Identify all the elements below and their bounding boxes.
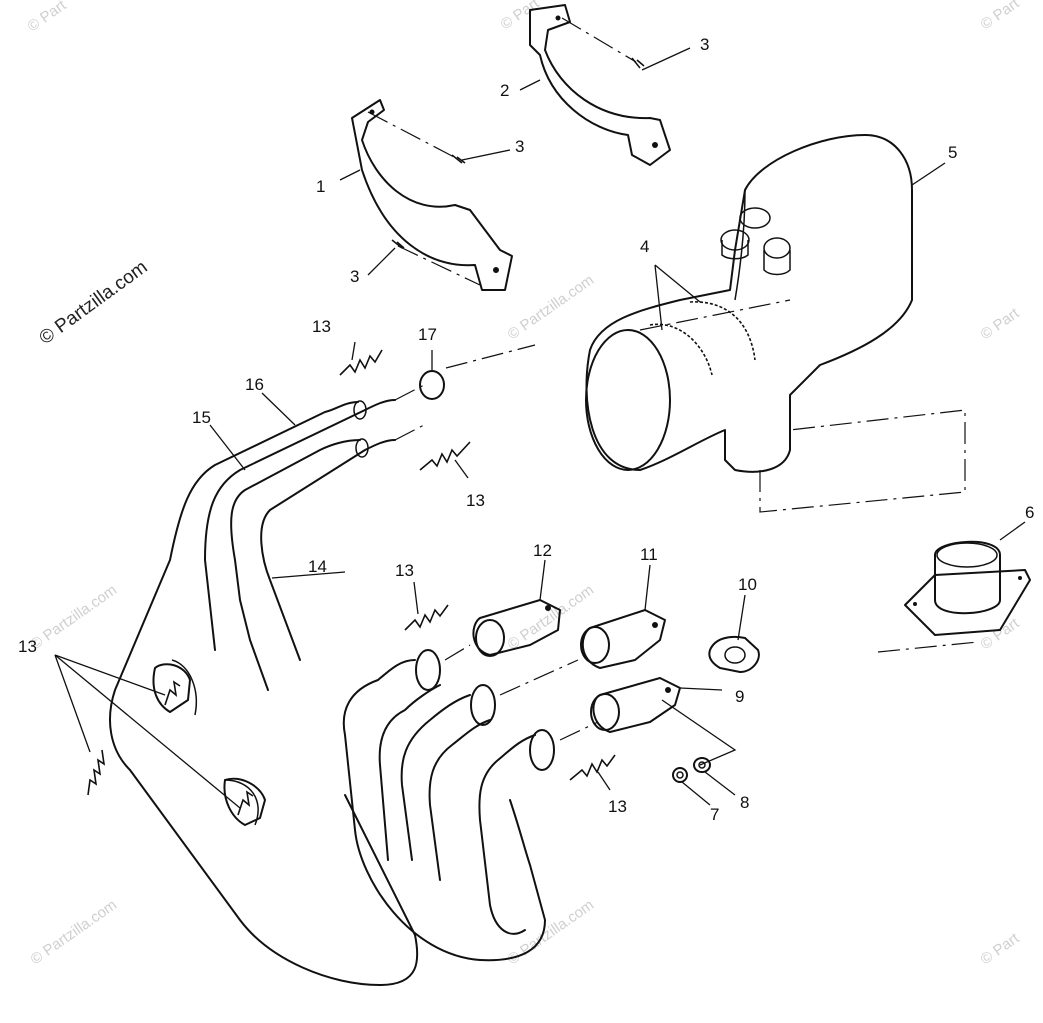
callout-16: 16 xyxy=(245,375,264,394)
part-6-flange xyxy=(759,409,1031,653)
part-14-15-16-pipes xyxy=(109,344,536,986)
callout-10: 10 xyxy=(738,575,757,594)
callout-1: 1 xyxy=(316,177,325,196)
callout-7: 7 xyxy=(710,805,719,824)
callout-12: 12 xyxy=(533,541,552,560)
callout-11: 11 xyxy=(640,545,658,564)
exhaust-header-pipes xyxy=(342,644,599,962)
callout-3-low: 3 xyxy=(350,267,359,286)
watermark-top-left: © Part xyxy=(25,0,70,35)
part-2-bracket xyxy=(529,4,671,166)
part-9-coupler xyxy=(590,677,681,733)
callout-6: 6 xyxy=(1025,503,1034,522)
watermark-right-center: © Part xyxy=(978,614,1023,653)
part-7-nut xyxy=(672,767,688,783)
callout-13-center: 13 xyxy=(395,561,414,580)
watermark-mid-right: © Part xyxy=(978,304,1023,343)
part-1-bracket xyxy=(351,99,513,291)
copyright-label: © Partzilla.com xyxy=(36,257,152,349)
callout-9: 9 xyxy=(735,687,744,706)
part-12-coupler xyxy=(472,599,561,657)
part-5-muffler xyxy=(585,134,913,473)
part-17-clamp xyxy=(419,370,445,400)
watermark-bottom-right: © Part xyxy=(978,929,1023,968)
callout-13-mid: 13 xyxy=(466,491,485,510)
callout-13-top: 13 xyxy=(312,317,331,336)
callout-14: 14 xyxy=(308,557,327,576)
callout-2: 2 xyxy=(500,81,509,100)
callout-labels: 1 2 3 3 3 4 5 6 7 8 9 10 11 12 13 13 13 … xyxy=(18,35,1034,824)
part-8-washer xyxy=(693,757,711,773)
callout-3-top: 3 xyxy=(700,35,709,54)
callout-13-bottom: 13 xyxy=(608,797,627,816)
part-10-gasket xyxy=(708,635,760,673)
leader-lines xyxy=(54,47,1026,809)
callout-8: 8 xyxy=(740,793,749,812)
watermark-mid-center: © Partzilla.com xyxy=(505,271,598,343)
part-4-clamp-springs xyxy=(649,301,756,376)
callout-17: 17 xyxy=(418,325,437,344)
callout-15: 15 xyxy=(192,408,211,427)
callout-3-mid: 3 xyxy=(515,137,524,156)
watermark-top-mid: © Part xyxy=(498,0,543,33)
watermark-bottom-left: © Partzilla.com xyxy=(28,896,121,968)
callout-13-left: 13 xyxy=(18,637,37,656)
watermark-top-right: © Part xyxy=(978,0,1023,33)
watermark-left-mid: © Partzilla.com xyxy=(28,581,121,653)
part-3-screws xyxy=(367,17,645,286)
callout-5: 5 xyxy=(948,143,957,162)
callout-4: 4 xyxy=(640,237,649,256)
part-13-springs xyxy=(87,349,616,816)
part-11-coupler xyxy=(580,609,666,669)
